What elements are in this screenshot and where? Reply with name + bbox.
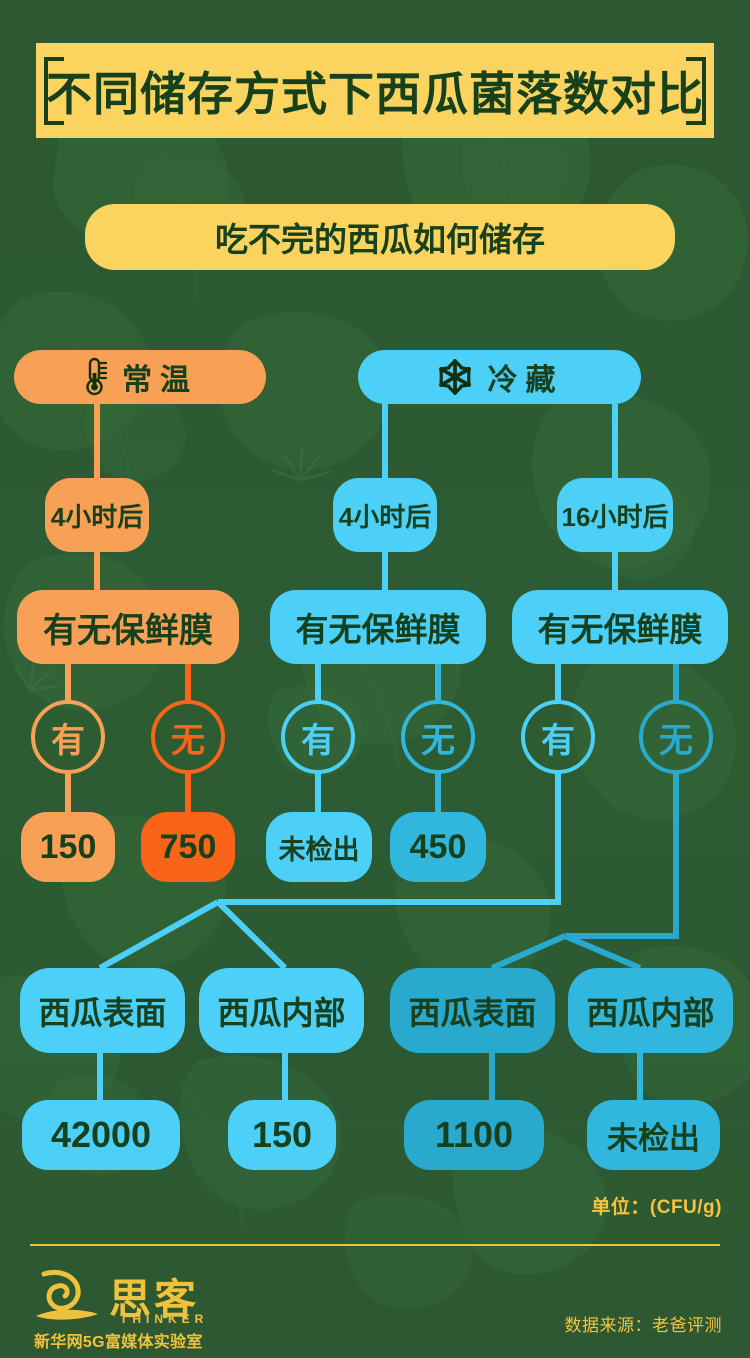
option-room-4h-yes-label: 有 <box>51 721 85 760</box>
logo-lab-name: 新华网5G富媒体实验室 <box>34 1334 203 1351</box>
value-room-4h-yes[interactable]: 150 <box>21 812 115 882</box>
bracket-left-icon <box>44 57 64 125</box>
option-fridge-4h-yes[interactable]: 有 <box>281 700 355 774</box>
option-fridge-16h-no-label: 无 <box>659 721 693 760</box>
time-room-4h[interactable]: 4小时后 <box>45 478 149 552</box>
part-surface-wrapped[interactable]: 西瓜表面 <box>20 968 185 1053</box>
option-room-4h-yes[interactable]: 有 <box>31 700 105 774</box>
time-room-4h-label: 4小时后 <box>50 501 144 532</box>
value-surface-wrapped[interactable]: 42000 <box>22 1100 180 1170</box>
value-surface-unwrapped[interactable]: 1100 <box>404 1100 544 1170</box>
branch-room-temperature-label: 常温 <box>122 364 198 397</box>
option-room-4h-no-label: 无 <box>171 721 205 760</box>
value-inside-wrapped[interactable]: 150 <box>228 1100 336 1170</box>
option-fridge-16h-no[interactable]: 无 <box>639 700 713 774</box>
option-fridge-4h-no[interactable]: 无 <box>401 700 475 774</box>
option-fridge-4h-no-label: 无 <box>421 721 455 760</box>
value-inside-unwrapped-label: 未检出 <box>607 1120 700 1156</box>
thermometer-icon <box>86 357 108 396</box>
option-room-4h-no[interactable]: 无 <box>151 700 225 774</box>
part-inside-unwrapped-label: 西瓜内部 <box>586 994 715 1031</box>
part-surface-unwrapped-label: 西瓜表面 <box>408 994 537 1031</box>
root-node-label: 吃不完的西瓜如何储存 <box>215 221 545 258</box>
bracket-right-icon <box>686 57 706 125</box>
value-room-4h-no-label: 750 <box>159 827 217 866</box>
time-fridge-4h-label: 4小时后 <box>338 501 432 532</box>
option-fridge-4h-yes-label: 有 <box>301 721 335 760</box>
wrap-question-room-4h[interactable]: 有无保鲜膜 <box>17 590 239 664</box>
branch-refrigerated-label: 冷藏 <box>487 364 564 397</box>
root-node[interactable]: 吃不完的西瓜如何储存 <box>85 204 675 270</box>
title-banner <box>36 43 714 138</box>
value-fridge-4h-no[interactable]: 450 <box>390 812 486 882</box>
logo-chinese-name: 思客 <box>109 1278 200 1324</box>
value-fridge-4h-yes-label: 未检出 <box>278 834 360 865</box>
option-fridge-16h-yes[interactable]: 有 <box>521 700 595 774</box>
option-fridge-16h-yes-label: 有 <box>541 721 575 760</box>
value-inside-unwrapped[interactable]: 未检出 <box>587 1100 720 1170</box>
page-title: 不同储存方式下西瓜菌落数对比 <box>46 67 704 120</box>
logo[interactable]: 思客 THINKER 新华网5G富媒体实验室 <box>34 1268 294 1351</box>
part-inside-wrapped[interactable]: 西瓜内部 <box>199 968 364 1053</box>
logo-english-name: THINKER <box>120 1312 209 1326</box>
part-surface-unwrapped[interactable]: 西瓜表面 <box>390 968 555 1053</box>
part-inside-unwrapped[interactable]: 西瓜内部 <box>568 968 733 1053</box>
footer-divider <box>30 1244 720 1246</box>
wrap-question-fridge-16h[interactable]: 有无保鲜膜 <box>512 590 728 664</box>
branch-room-temperature[interactable]: 常温 <box>14 350 266 404</box>
time-fridge-16h[interactable]: 16小时后 <box>557 478 673 552</box>
wrap-question-fridge-4h-label: 有无保鲜膜 <box>295 611 461 648</box>
wrap-question-room-4h-label: 有无保鲜膜 <box>43 611 213 650</box>
value-fridge-4h-yes[interactable]: 未检出 <box>266 812 372 882</box>
wrap-question-fridge-4h[interactable]: 有无保鲜膜 <box>270 590 486 664</box>
part-surface-wrapped-label: 西瓜表面 <box>38 994 167 1031</box>
value-room-4h-no[interactable]: 750 <box>141 812 235 882</box>
value-surface-unwrapped-label: 1100 <box>434 1114 514 1155</box>
value-room-4h-yes-label: 150 <box>39 827 97 866</box>
value-surface-wrapped-label: 42000 <box>50 1114 152 1155</box>
unit-note: 单位：(CFU/g) <box>591 1197 722 1218</box>
wrap-question-fridge-16h-label: 有无保鲜膜 <box>537 611 703 648</box>
snowflake-icon <box>438 358 471 396</box>
data-source-note: 数据来源：老爸评测 <box>564 1316 722 1335</box>
part-inside-wrapped-label: 西瓜内部 <box>217 994 346 1031</box>
time-fridge-4h[interactable]: 4小时后 <box>333 478 437 552</box>
branch-refrigerated[interactable]: 冷藏 <box>358 350 641 404</box>
time-fridge-16h-label: 16小时后 <box>561 501 669 532</box>
thinker-swirl-icon <box>36 1270 98 1320</box>
value-inside-wrapped-label: 150 <box>251 1114 313 1155</box>
value-fridge-4h-no-label: 450 <box>409 827 467 866</box>
